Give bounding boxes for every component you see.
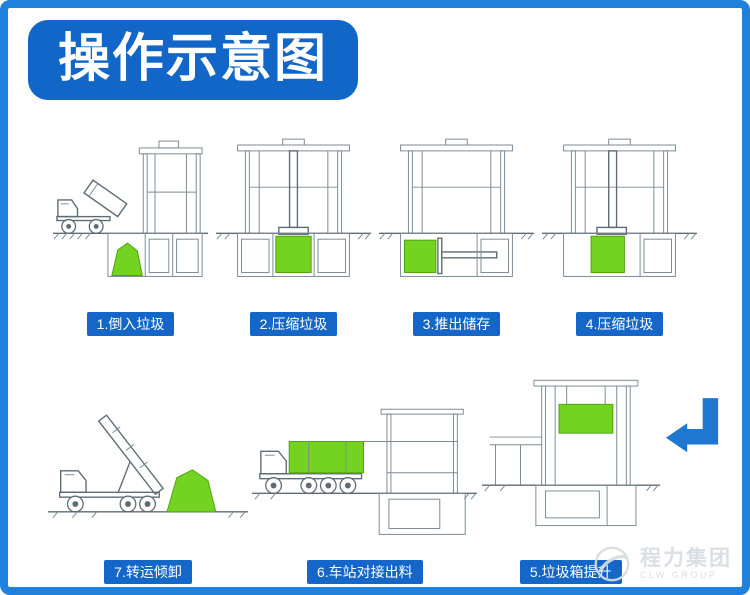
step-2-compress: 2.压缩垃圾 [216, 138, 371, 337]
tipping-truck [56, 179, 128, 234]
ground-and-pit [542, 232, 697, 277]
step-3-label: 3.推出储存 [412, 312, 501, 337]
step-7-transfer-tip: 7.转运倾卸 [48, 376, 248, 585]
step-3-push-out: 3.推出储存 [379, 138, 534, 337]
garbage-pile [111, 242, 143, 276]
ground-and-pit [53, 232, 208, 277]
gantry [237, 138, 350, 234]
step-7-label: 7.转运倾卸 [104, 560, 192, 585]
gantry [563, 138, 676, 234]
gantry [400, 138, 513, 234]
left-corner-arrow-icon [665, 398, 719, 453]
ground-and-pit [379, 232, 534, 277]
diagram-dock-discharge-icon [252, 408, 478, 535]
garbage-container [590, 235, 625, 274]
garbage-container [275, 235, 312, 274]
page-title: 操作示意图 [58, 30, 329, 88]
compression-ram [278, 150, 309, 235]
gantry [138, 140, 203, 234]
step-2-label: 2.压缩垃圾 [249, 312, 338, 337]
garbage-pile [166, 469, 217, 513]
ground-and-pit [252, 492, 478, 535]
docking-station [363, 408, 465, 494]
watermark: 程力集团 CLW GROUP [591, 543, 732, 585]
step-4-compress: 4.压缩垃圾 [542, 138, 697, 337]
diagram-compress-garbage-2-icon [542, 138, 697, 277]
watermark-text: 程力集团 CLW GROUP [640, 547, 732, 581]
side-platform [489, 436, 542, 486]
compression-ram [596, 150, 628, 235]
watermark-cn: 程力集团 [640, 547, 732, 571]
watermark-en: CLW GROUP [640, 570, 718, 581]
truck [59, 470, 160, 513]
ground-and-pit [481, 484, 660, 527]
clw-logo-icon [594, 546, 630, 582]
step-6-dock-discharge: 6.车站对接出料 [252, 376, 478, 585]
flow-arrow [664, 398, 722, 465]
lifted-garbage-container [558, 403, 613, 434]
pusher-arm [437, 237, 498, 275]
diagram-bin-lifting-icon [481, 379, 660, 527]
tipped-hooklift-frame [97, 414, 165, 496]
title-badge: 操作示意图 [28, 20, 359, 100]
garbage-container [404, 239, 437, 274]
diagram-push-out-storage-icon [379, 138, 534, 277]
steps-row-bottom: 7.转运倾卸 [48, 376, 722, 585]
step-1-dump-in: 1.倒入垃圾 [53, 138, 208, 337]
diagram-transfer-tipping-icon [48, 414, 248, 518]
garbage-container-on-truck [289, 441, 365, 474]
step-1-label: 1.倒入垃圾 [86, 312, 175, 337]
diagram-compress-garbage-icon [216, 138, 371, 277]
step-4-label: 4.压缩垃圾 [575, 312, 664, 337]
step-6-label: 6.车站对接出料 [306, 560, 423, 585]
ground-and-pit [216, 232, 371, 277]
steps-row-top: 1.倒入垃圾 [53, 138, 697, 337]
ground [48, 511, 248, 518]
diagram-dump-in-garbage-icon [53, 140, 208, 277]
